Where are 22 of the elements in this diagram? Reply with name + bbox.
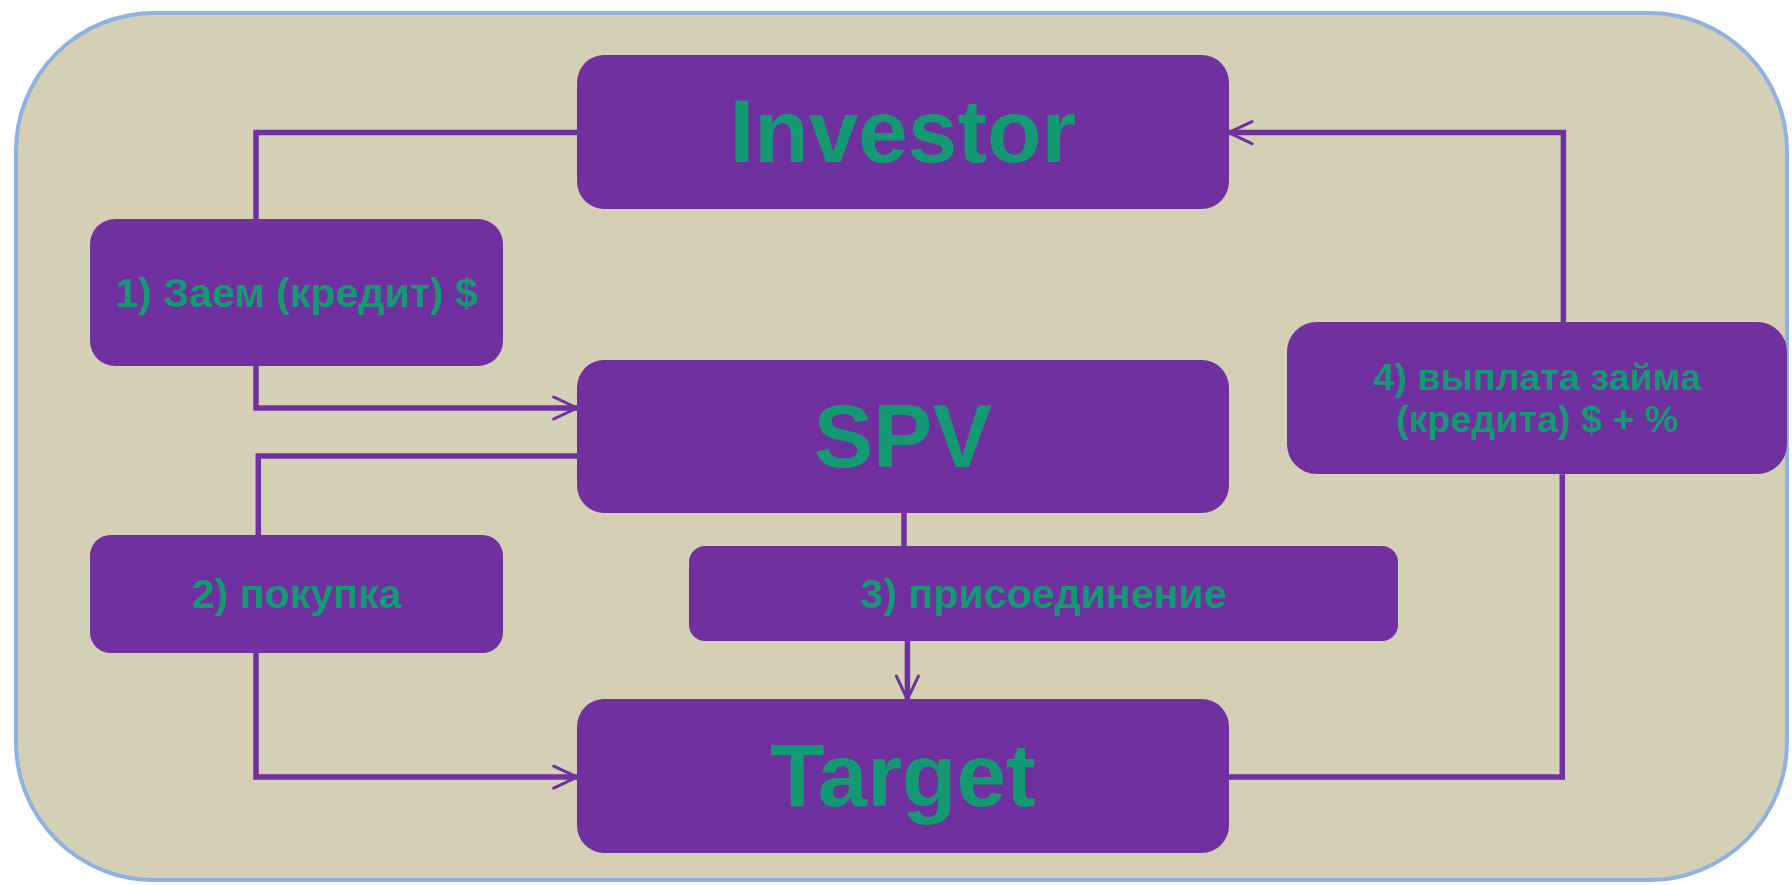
party-box	[577, 54, 1229, 210]
connector-line	[901, 513, 907, 547]
connector-line	[253, 129, 578, 220]
connector-line	[1228, 474, 1566, 780]
arrow	[1227, 120, 1567, 323]
step-box	[90, 534, 503, 653]
step-box	[689, 546, 1398, 642]
node-label: Target	[769, 726, 1036, 826]
node-label: 3) присоединение	[860, 570, 1227, 617]
connector-line	[255, 453, 578, 535]
node-label: 4) выплата займа (кредита) $ + %	[1372, 356, 1703, 441]
node-label: 2) покупка	[191, 570, 402, 617]
node-label: SPV	[813, 386, 992, 487]
arrow	[253, 652, 579, 790]
node-label: Investor	[729, 82, 1077, 182]
arrow	[894, 641, 920, 701]
step-box	[90, 219, 503, 366]
node-label: 1) Заем (кредит) $	[115, 269, 478, 316]
party-box	[577, 360, 1229, 514]
step-box	[1286, 322, 1788, 475]
party-box	[577, 699, 1229, 853]
arrow	[253, 365, 579, 421]
